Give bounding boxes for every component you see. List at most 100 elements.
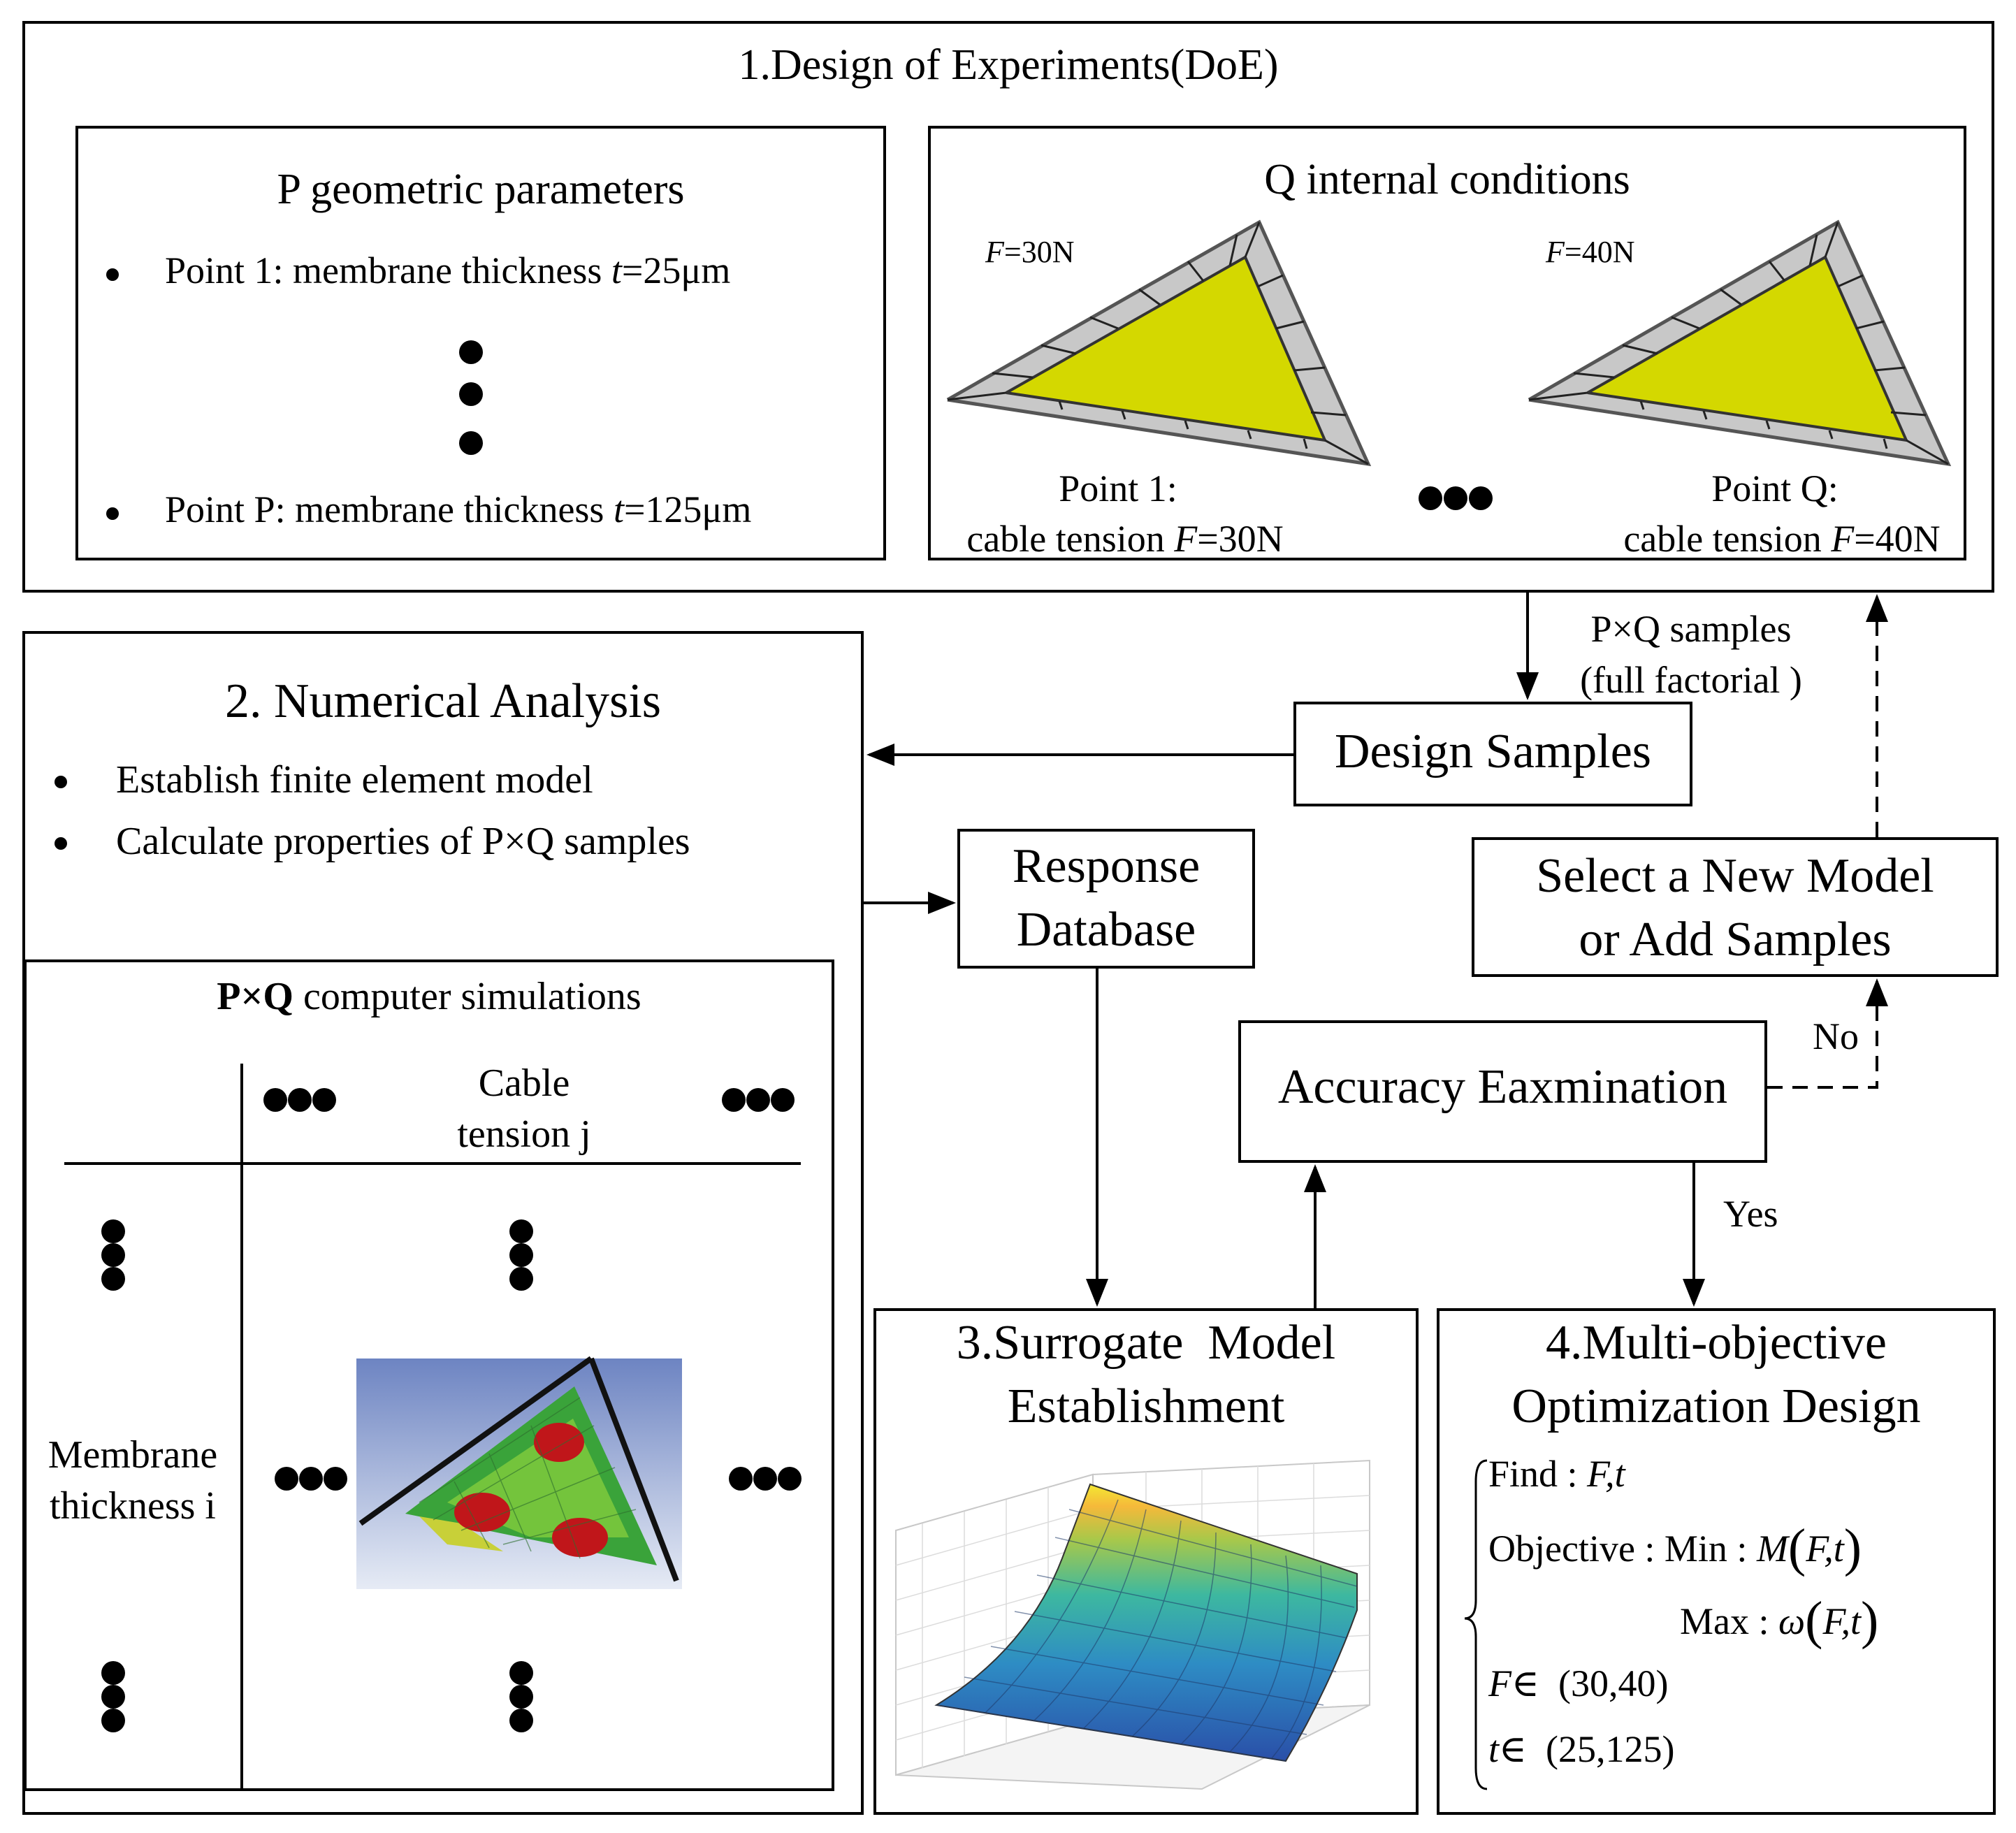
bullet-dot (106, 268, 119, 281)
p-parameters-box (75, 126, 886, 560)
var-f: F (1831, 518, 1855, 560)
samples-label: P×Q samples (full factorial ) (1537, 604, 1845, 706)
ellipsis-dot (1419, 486, 1442, 510)
f-range: ∈ (30,40) (1511, 1662, 1669, 1704)
response-database-line2: Database (1016, 903, 1196, 957)
formulation-brace (1464, 1459, 1488, 1790)
moo-max-row: Max : ω(F,t) (1680, 1591, 1878, 1651)
var-t: t (613, 488, 624, 530)
column-header-line1: Cable (478, 1062, 570, 1105)
bullet-dot (106, 507, 119, 520)
row-header-line2: thickness i (50, 1484, 216, 1528)
ellipsis-dot (459, 431, 483, 455)
tension-value: =30N (1197, 518, 1284, 560)
cable-tension-text: cable tension (1623, 518, 1832, 560)
paren-open: ( (1805, 1591, 1823, 1650)
f-value: =30N (1003, 235, 1075, 269)
column-header-cable-tension: Cable tension j (391, 1058, 657, 1160)
find-label: Find : (1488, 1453, 1588, 1495)
row-header-line1: Membrane (48, 1433, 218, 1477)
row-header-membrane-thickness: Membrane thickness i (28, 1430, 238, 1532)
moo-title-line1: 4.Multi-objective (1546, 1316, 1887, 1370)
simulations-title: P×Q computer simulations (24, 974, 834, 1019)
point-p-thickness: Point P: membrane thickness t=125μm (165, 488, 751, 531)
point-1-label: Point 1: (1059, 468, 1177, 509)
bullet-dot (55, 837, 67, 850)
samples-label-line1: P×Q samples (1590, 608, 1792, 650)
surrogate-title-line2: Establishment (1007, 1379, 1285, 1433)
f-40n-label: F=40N (1546, 235, 1634, 270)
samples-label-line2: (full factorial ) (1580, 658, 1802, 701)
min-args: F,t (1806, 1528, 1844, 1570)
t-range: ∈ (25,125) (1499, 1728, 1675, 1770)
surrogate-model-panel (873, 1308, 1419, 1815)
max-args: F,t (1822, 1600, 1861, 1642)
p-parameters-title: P geometric parameters (277, 166, 685, 213)
max-label: Max : (1680, 1600, 1778, 1642)
point-p-text: Point P: membrane thickness (165, 488, 614, 530)
find-vars: F,t (1587, 1453, 1625, 1495)
var-f: F (985, 235, 1004, 269)
accuracy-examination-box (1238, 1020, 1767, 1163)
q-conditions-title: Q internal conditions (1264, 156, 1630, 203)
select-new-model-line1: Select a New Model (1536, 849, 1934, 903)
moo-f-range: F∈ (30,40) (1488, 1662, 1668, 1705)
point-1-text: Point 1: membrane thickness (165, 249, 611, 291)
design-samples-box (1293, 702, 1692, 806)
point-1-value: =25μm (621, 249, 731, 291)
no-label: No (1813, 1015, 1859, 1057)
fem-simulation-image (356, 1356, 682, 1589)
ellipsis-dot (459, 340, 483, 364)
surrogate-title-line1: 3.Surrogate Model (956, 1316, 1336, 1370)
min-function: M (1756, 1528, 1788, 1570)
select-new-model-line2: or Add Samples (1579, 913, 1892, 966)
point-1-thickness: Point 1: membrane thickness t=25μm (165, 249, 730, 292)
numerical-analysis-title: 2. Numerical Analysis (224, 674, 662, 728)
point-q-label: Point Q: (1711, 468, 1839, 509)
moo-t-range: t∈ (25,125) (1488, 1727, 1674, 1771)
moo-title-line2: Optimization Design (1511, 1379, 1921, 1433)
q-conditions-box (928, 126, 1966, 560)
objective-label: Objective : Min : (1488, 1528, 1757, 1570)
response-database-box (957, 829, 1255, 969)
multi-objective-title: 4.Multi-objective Optimization Design (1437, 1311, 1996, 1438)
var-t: t (611, 249, 622, 291)
max-function: ω (1778, 1600, 1806, 1642)
design-samples-label: Design Samples (1334, 725, 1652, 778)
accuracy-examination-label: Accuracy Eaxmination (1277, 1060, 1728, 1114)
response-database-line1: Response (1012, 839, 1201, 893)
paren-open: ( (1787, 1519, 1806, 1577)
cable-tension-text: cable tension (966, 518, 1175, 560)
surrogate-model-title: 3.Surrogate Model Establishment (873, 1311, 1419, 1438)
point-q-cable-tension: cable tension F=40N (1586, 517, 1978, 560)
doe-title: 1.Design of Experiments(DoE) (738, 41, 1279, 89)
bullet-fem-model: Establish finite element model (116, 758, 593, 802)
bullet-calculate-properties: Calculate properties of P×Q samples (116, 820, 690, 863)
ellipsis-dot (1469, 486, 1493, 510)
var-t: t (1488, 1728, 1500, 1770)
tension-value: =40N (1854, 518, 1941, 560)
point-1-cable-tension: cable tension F=30N (929, 517, 1321, 560)
select-new-model-box (1472, 837, 1999, 977)
pxq-bold: P×Q (217, 975, 293, 1018)
f-value: =40N (1564, 235, 1635, 269)
ellipsis-dots (101, 1088, 802, 1732)
surrogate-surface-plot (895, 1459, 1370, 1790)
point-p-value: =125μm (623, 488, 752, 530)
f-30n-label: F=30N (985, 235, 1074, 270)
moo-objective-row: Objective : Min : M(F,t) (1488, 1518, 1862, 1579)
triangular-membrane-30n (946, 219, 1372, 467)
moo-find-row: Find : F,t (1488, 1452, 1625, 1495)
simulations-title-text: computer simulations (293, 975, 641, 1018)
ellipsis-dot (1444, 486, 1467, 510)
var-f: F (1546, 235, 1565, 269)
arrow-accuracy-to-select-new-model (1767, 978, 1888, 1089)
select-new-model-label: Select a New Model or Add Samples (1472, 844, 1999, 971)
response-database-label: Response Database (957, 834, 1255, 962)
var-f: F (1488, 1662, 1511, 1704)
bullet-dot (55, 776, 67, 788)
multi-objective-panel (1437, 1308, 1996, 1815)
